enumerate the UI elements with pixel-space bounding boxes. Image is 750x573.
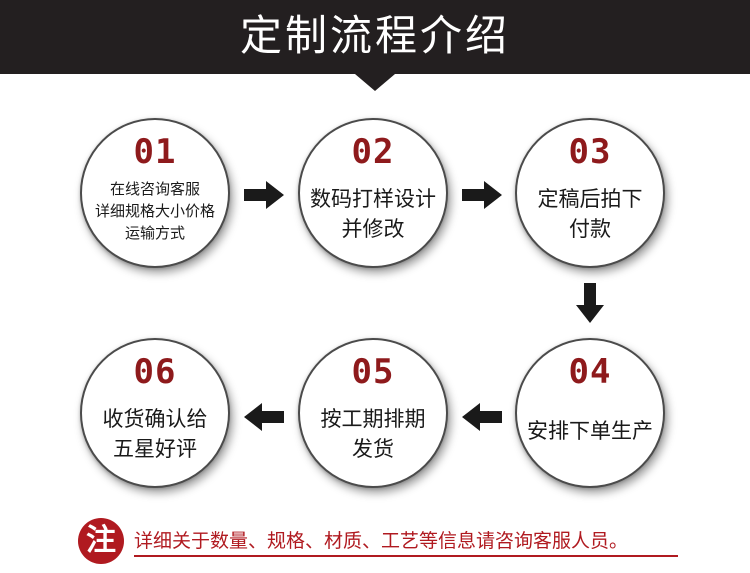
step-06-circle: 06 收货确认给 五星好评	[80, 338, 230, 488]
step-05-circle: 05 按工期排期 发货	[298, 338, 448, 488]
arrow-left-icon	[462, 403, 502, 431]
arrow-right-icon	[462, 181, 502, 209]
header-banner: 定制流程介绍	[0, 0, 750, 74]
step-number: 06	[133, 352, 177, 392]
note-badge-icon: 注	[78, 518, 124, 564]
step-description: 安排下单生产	[527, 419, 653, 443]
arrow-left-icon	[244, 403, 284, 431]
step-01-circle: 01 在线咨询客服 详细规格大小价格 运输方式	[80, 118, 230, 268]
step-number: 03	[568, 132, 612, 172]
arrow-down-icon	[576, 283, 604, 323]
step-03-circle: 03 定稿后拍下 付款	[515, 118, 665, 268]
step-number: 02	[351, 132, 395, 172]
step-description: 在线咨询客服 详细规格大小价格 运输方式	[94, 180, 215, 242]
step-04-circle: 04 安排下单生产	[515, 338, 665, 488]
step-description: 收货确认给 五星好评	[102, 407, 208, 461]
step-number: 05	[351, 352, 395, 392]
page-title: 定制流程介绍	[239, 11, 510, 60]
step-description: 定稿后拍下 付款	[537, 187, 643, 241]
step-number: 01	[133, 132, 177, 172]
header-pointer	[355, 74, 395, 91]
step-description: 按工期排期 发货	[320, 407, 426, 461]
note-text: 详细关于数量、规格、材质、工艺等信息请咨询客服人员。	[134, 530, 629, 552]
arrow-right-icon	[244, 181, 284, 209]
step-description: 数码打样设计 并修改	[310, 187, 436, 241]
step-number: 04	[568, 352, 612, 392]
step-02-circle: 02 数码打样设计 并修改	[298, 118, 448, 268]
note-underline	[134, 555, 678, 557]
